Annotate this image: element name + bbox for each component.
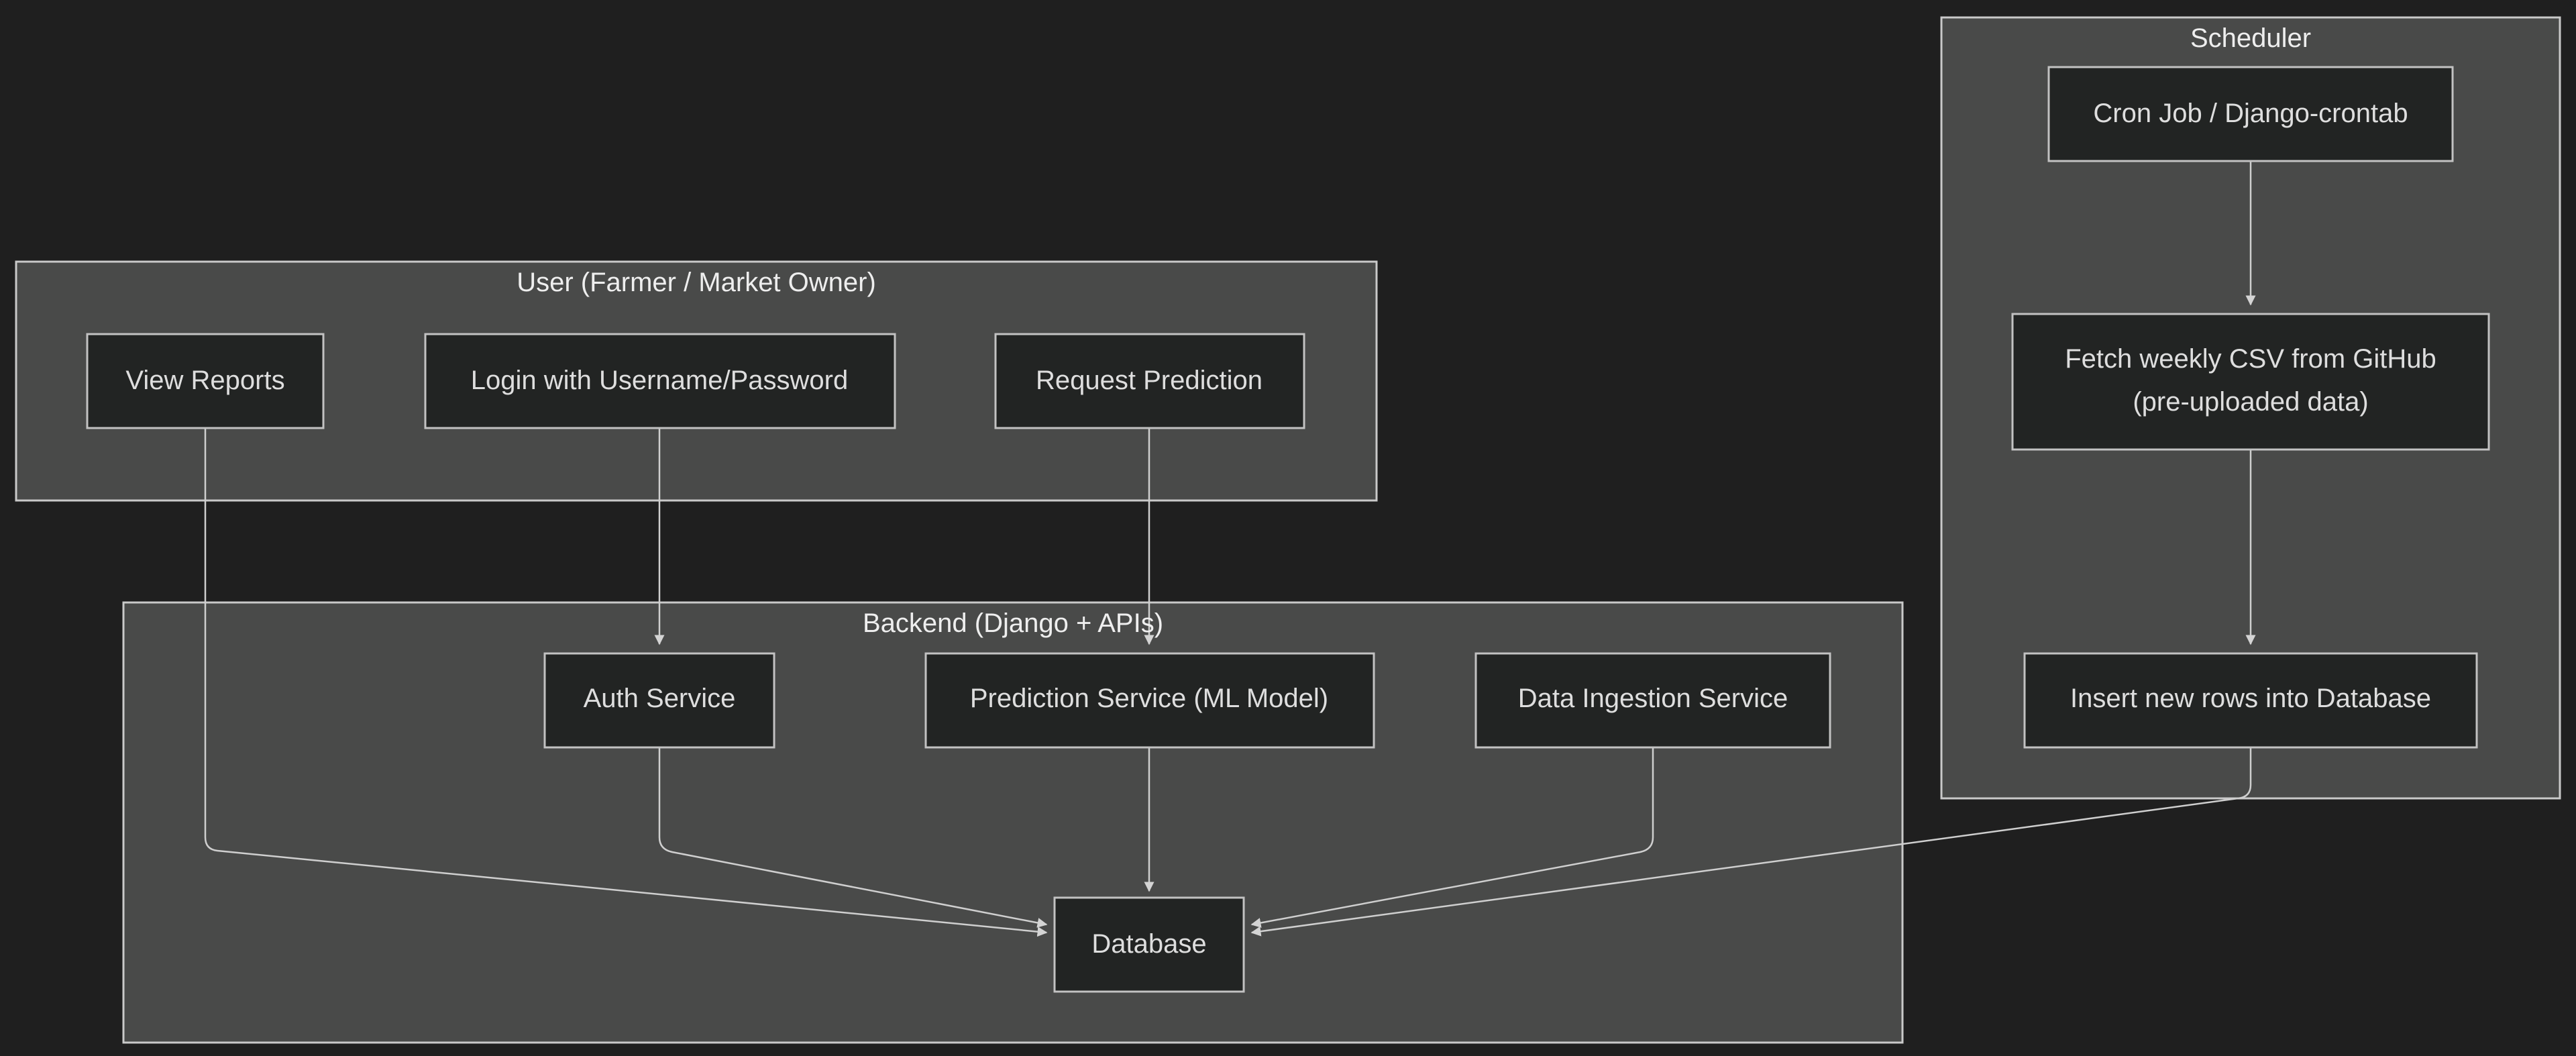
node-view-reports[interactable]: View Reports [86, 333, 325, 429]
edge-auth-database [658, 747, 1048, 928]
node-data-ingestion[interactable]: Data Ingestion Service [1474, 652, 1831, 749]
node-fetch-csv-label-line1: Fetch weekly CSV from GitHub [2065, 344, 2436, 374]
node-cron-job[interactable]: Cron Job / Django-crontab [2047, 66, 2454, 162]
node-prediction-service-label: Prediction Service (ML Model) [970, 684, 1328, 713]
node-auth-service[interactable]: Auth Service [543, 652, 775, 749]
node-database[interactable]: Database [1053, 896, 1245, 993]
edge-ingestion-database [1250, 747, 1654, 928]
edge-insert-database [1250, 747, 2252, 937]
node-database-label: Database [1091, 929, 1206, 959]
edge-view-reports-database [204, 428, 1048, 937]
cluster-backend-label: Backend (Django + APIs) [863, 609, 1163, 638]
node-auth-service-label: Auth Service [584, 684, 736, 713]
node-prediction-service[interactable]: Prediction Service (ML Model) [924, 652, 1375, 749]
node-insert-rows[interactable]: Insert new rows into Database [2023, 652, 2478, 749]
node-request-prediction-label: Request Prediction [1036, 366, 1263, 395]
node-cron-job-label: Cron Job / Django-crontab [2093, 99, 2408, 128]
node-insert-rows-label: Insert new rows into Database [2070, 684, 2431, 713]
node-login[interactable]: Login with Username/Password [424, 333, 896, 429]
node-login-label: Login with Username/Password [471, 366, 848, 395]
cluster-user-label: User (Farmer / Market Owner) [517, 268, 876, 297]
node-data-ingestion-label: Data Ingestion Service [1518, 684, 1788, 713]
node-view-reports-label: View Reports [125, 366, 284, 395]
node-fetch-csv[interactable]: Fetch weekly CSV from GitHub (pre-upload… [2011, 313, 2490, 451]
cluster-scheduler-label: Scheduler [2190, 23, 2311, 53]
edges [204, 161, 2256, 937]
node-fetch-csv-label-line2: (pre-uploaded data) [2133, 387, 2368, 417]
node-request-prediction[interactable]: Request Prediction [994, 333, 1305, 429]
